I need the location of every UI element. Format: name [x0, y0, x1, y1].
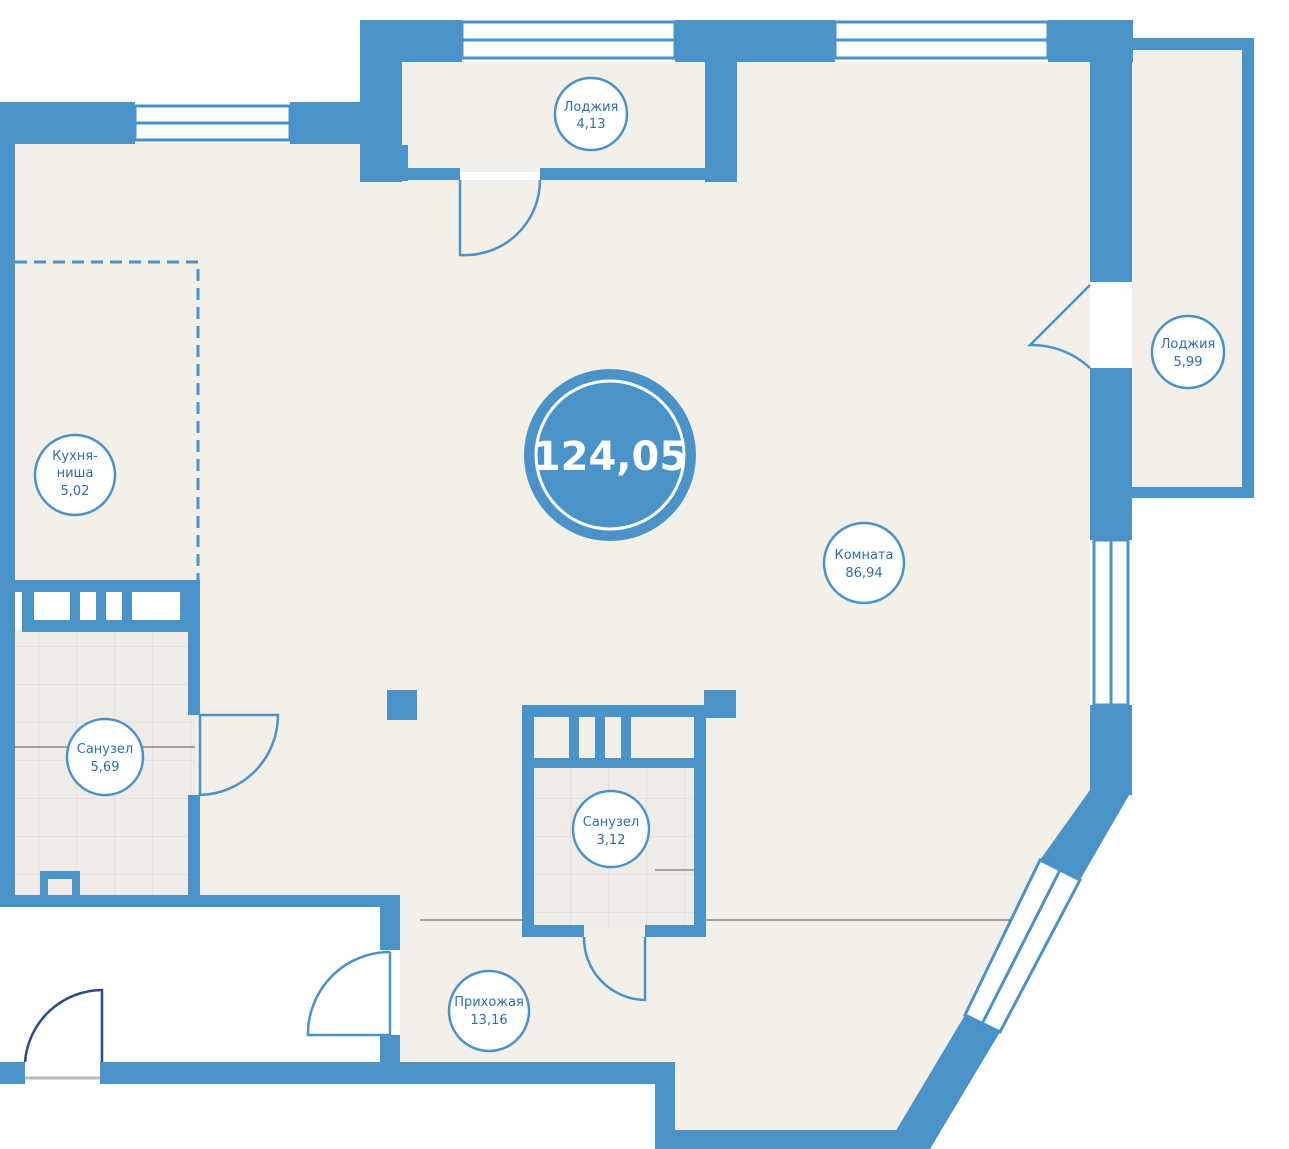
room-name: Санузел: [77, 742, 133, 757]
wall: [540, 168, 736, 180]
walls: [0, 20, 1254, 1149]
wall: [522, 758, 704, 768]
wall: [180, 592, 192, 622]
room-area: 5,99: [1174, 355, 1203, 370]
room-name: Лоджия: [1161, 337, 1216, 352]
wall: [1090, 20, 1132, 282]
wall: [0, 1062, 25, 1084]
wall: [645, 925, 706, 937]
wall: [1132, 487, 1254, 498]
wall: [655, 1075, 675, 1145]
door-swing: [582, 936, 647, 1002]
door-swing: [458, 179, 542, 257]
room-name-line2: ниша: [57, 466, 94, 481]
wall: [380, 1035, 400, 1075]
wall: [675, 20, 835, 62]
wall: [705, 62, 737, 182]
room-label-loggia-right: Лоджия 5,99: [1150, 314, 1226, 390]
entry-door: [23, 988, 104, 1063]
wall: [522, 705, 534, 935]
wall: [621, 717, 631, 760]
room-label-bath-left: Санузел 5,69: [65, 717, 145, 797]
door-swing: [198, 713, 280, 797]
wall: [22, 620, 192, 632]
wall: [694, 705, 706, 935]
loggia-right-floor: [1132, 50, 1242, 487]
room-label-hallway: Прихожая 13,16: [447, 969, 531, 1053]
room-name: Лоджия: [564, 100, 619, 115]
wall: [40, 871, 80, 903]
wall: [0, 102, 15, 902]
wall: [0, 895, 400, 907]
room-label-living: Комната 86,94: [822, 521, 906, 605]
wall: [522, 925, 584, 937]
wall: [655, 1130, 905, 1149]
wall: [0, 102, 135, 144]
wall: [1040, 790, 1132, 880]
door-swing: [306, 950, 392, 1037]
wall: [70, 592, 80, 622]
windows: [133, 20, 1130, 1034]
room-area: 5,69: [91, 760, 120, 775]
floor-areas: [15, 50, 1242, 1130]
wall: [96, 592, 106, 622]
door-swing: [1026, 284, 1091, 369]
room-name: Прихожая: [454, 995, 524, 1010]
total-area-badge: 124,05: [524, 369, 696, 541]
wall: [704, 690, 736, 718]
wall: [15, 580, 200, 592]
kitchen-niche-outline: [15, 260, 200, 580]
room-name: Комната: [835, 548, 894, 563]
total-area: 124,05: [533, 434, 687, 480]
wall: [400, 168, 460, 180]
wall: [1242, 38, 1254, 498]
wall: [1090, 705, 1132, 795]
room-label-loggia-top: Лоджия 4,13: [553, 76, 629, 152]
room-label-bath-center: Санузел 3,12: [571, 789, 651, 869]
doors: [23, 179, 1091, 1080]
room-name: Санузел: [583, 815, 639, 830]
wall: [1090, 368, 1132, 540]
room-area: 4,13: [577, 117, 606, 132]
wall: [360, 20, 462, 62]
wall: [522, 705, 704, 717]
wall: [1132, 38, 1254, 50]
room-name-line1: Кухня-: [52, 449, 98, 464]
column: [387, 690, 417, 720]
room-area: 3,12: [597, 833, 626, 848]
room-label-kitchen: Кухня- ниша 5,02: [33, 433, 117, 517]
wall: [122, 592, 132, 622]
wall: [569, 717, 579, 760]
wall: [188, 795, 200, 905]
main-floor: [15, 62, 1090, 1130]
room-area: 5,02: [61, 484, 90, 499]
room-area: 86,94: [845, 566, 882, 581]
wall: [380, 900, 400, 950]
room-area: 13,16: [470, 1013, 507, 1028]
wall: [885, 1015, 1000, 1149]
wall: [595, 717, 605, 760]
